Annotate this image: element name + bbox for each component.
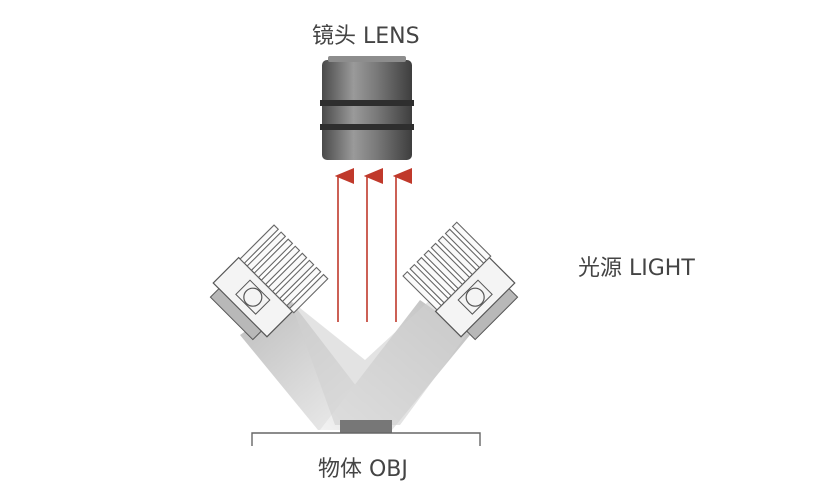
beam-overlap <box>290 300 470 425</box>
right-led-light-source-icon <box>402 221 519 341</box>
object-block-icon <box>340 420 392 433</box>
lens-label: 镜头 LENS <box>312 24 420 49</box>
stage-bracket <box>251 432 481 446</box>
camera-lens-icon <box>320 56 414 160</box>
object-label: 物体 OBJ <box>318 457 408 482</box>
light-label: 光源 LIGHT <box>578 256 695 281</box>
left-led-light-source-icon <box>209 224 329 341</box>
